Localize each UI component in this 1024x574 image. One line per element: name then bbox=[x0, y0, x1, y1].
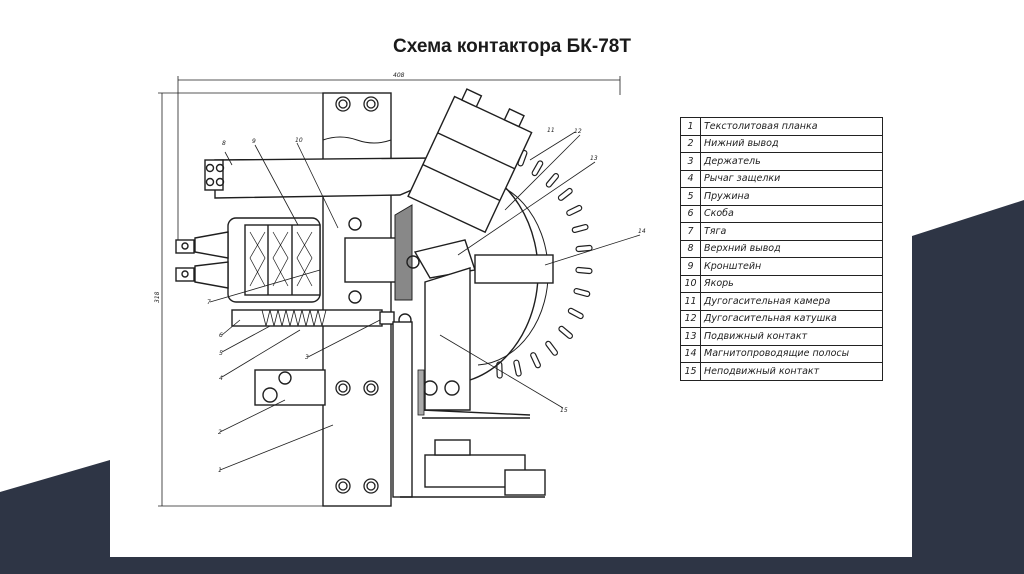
navy-corner-right bbox=[912, 200, 1024, 574]
legend-num: 1 bbox=[680, 117, 701, 136]
legend-num: 8 bbox=[680, 239, 701, 258]
contactor-drawing bbox=[158, 76, 621, 507]
callout-8: 8 bbox=[222, 140, 226, 147]
navy-bottom-strip bbox=[0, 557, 1024, 574]
legend-text: Пружина bbox=[700, 187, 883, 206]
callout-5: 5 bbox=[219, 350, 223, 357]
dimension-height: 318 bbox=[154, 291, 161, 303]
callout-9: 9 bbox=[252, 138, 256, 145]
legend-text: Тяга bbox=[700, 222, 883, 241]
legend-num: 2 bbox=[680, 134, 701, 153]
legend-num: 3 bbox=[680, 152, 701, 171]
callout-15: 15 bbox=[560, 407, 568, 414]
legend-text: Дугогасительная катушка bbox=[700, 309, 883, 328]
callout-6: 6 bbox=[219, 332, 223, 339]
callout-10: 10 bbox=[295, 137, 303, 144]
legend-text: Текстолитовая планка bbox=[700, 117, 883, 136]
legend-text: Неподвижный контакт bbox=[700, 362, 883, 381]
legend-num: 10 bbox=[680, 274, 701, 293]
callout-2: 2 bbox=[218, 429, 222, 436]
legend-num: 5 bbox=[680, 187, 701, 206]
callout-14: 14 bbox=[638, 228, 646, 235]
legend-text: Держатель bbox=[700, 152, 883, 171]
callout-3: 3 bbox=[305, 354, 309, 361]
legend-num: 13 bbox=[680, 327, 701, 346]
callout-1: 1 bbox=[218, 467, 222, 474]
callout-labels: 1 2 3 4 5 6 7 8 9 10 11 12 13 14 15 408 … bbox=[154, 72, 646, 474]
legend-text: Якорь bbox=[700, 274, 883, 293]
legend-text: Скоба bbox=[700, 204, 883, 223]
legend-num: 14 bbox=[680, 344, 701, 363]
legend-text: Дугогасительная камера bbox=[700, 292, 883, 311]
navy-corner-left bbox=[0, 460, 110, 574]
legend-num: 6 bbox=[680, 204, 701, 223]
callout-4: 4 bbox=[219, 375, 223, 382]
legend-text: Нижний вывод bbox=[700, 134, 883, 153]
legend-text: Верхний вывод bbox=[700, 239, 883, 258]
legend-text: Магнитопроводящие полосы bbox=[700, 344, 883, 363]
callout-11: 11 bbox=[547, 127, 555, 134]
legend-num: 7 bbox=[680, 222, 701, 241]
legend-num: 11 bbox=[680, 292, 701, 311]
legend-text: Подвижный контакт bbox=[700, 327, 883, 346]
legend-text: Кронштейн bbox=[700, 257, 883, 276]
slide-title: Схема контактора БК-78Т bbox=[393, 36, 631, 57]
callout-7: 7 bbox=[207, 299, 211, 306]
legend-text: Рычаг защелки bbox=[700, 169, 883, 188]
callout-leaders bbox=[209, 131, 641, 471]
legend-num: 9 bbox=[680, 257, 701, 276]
callout-12: 12 bbox=[574, 128, 582, 135]
legend-num: 15 bbox=[680, 362, 701, 381]
legend-num: 4 bbox=[680, 169, 701, 188]
legend-num: 12 bbox=[680, 309, 701, 328]
dimension-width: 408 bbox=[393, 72, 405, 79]
callout-13: 13 bbox=[590, 155, 598, 162]
